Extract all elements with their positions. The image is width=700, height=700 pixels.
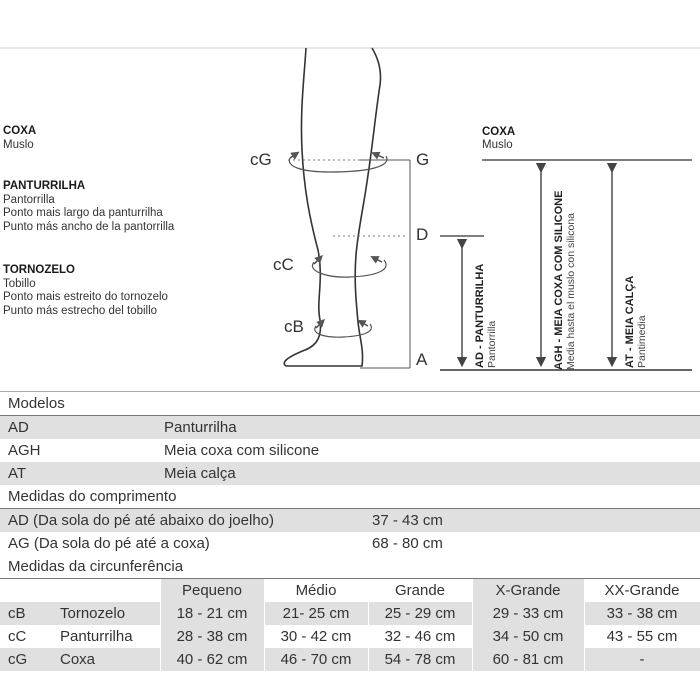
at-vertical-label: AT - MEIA CALÇA Pantimedia (624, 276, 648, 368)
circ-value: 60 - 81 cm (492, 651, 564, 668)
circ-value: 21- 25 cm (282, 605, 350, 622)
circ-name: Panturrilha (60, 628, 133, 645)
ankle-label-group: TORNOZELO Tobillo Ponto mais estreito do… (3, 264, 168, 318)
calf-label-group: PANTURRILHA Pantorrilla Ponto mais largo… (3, 180, 174, 234)
size-header: Pequeno (181, 582, 243, 599)
sizes-header-row: Pequeno Médio Grande X-Grande XX-Grande (0, 579, 700, 602)
circ-value: 34 - 50 cm (492, 628, 564, 645)
circ-value: 40 - 62 cm (176, 651, 248, 668)
at-title: AT - MEIA CALÇA (624, 275, 636, 368)
ankle-label-es: Tobillo (3, 277, 36, 290)
circ-value: 18 - 21 cm (176, 605, 248, 622)
length-value: 37 - 43 cm (372, 512, 443, 529)
model-code: AGH (8, 442, 41, 459)
point-a: A (416, 350, 428, 369)
right-thigh-label-group: COXA Muslo (482, 126, 515, 152)
size-header: X-Grande (495, 582, 561, 599)
ankle-label-pt: TORNOZELO (3, 264, 75, 276)
size-header: XX-Grande (604, 582, 680, 599)
circ-value: 54 - 78 cm (384, 651, 456, 668)
right-thigh-es: Muslo (482, 139, 513, 151)
table-row: AT Meia calça (0, 462, 700, 485)
point-d: D (416, 225, 429, 244)
table-row: cC Panturrilha 28 - 38 cm 30 - 42 cm 32 … (0, 625, 700, 648)
lengths-heading: Medidas do comprimento (8, 488, 177, 505)
circ-value: 43 - 55 cm (606, 628, 678, 645)
model-name: Meia calça (164, 465, 236, 482)
circumference-heading-row: Medidas da circunferência (0, 555, 700, 578)
model-name: Panturrilha (164, 419, 237, 436)
agh-sub: Media hasta el muslo con silicona (565, 213, 577, 370)
table-row: AGH Meia coxa com silicone (0, 439, 700, 462)
size-header: Médio (295, 582, 337, 599)
thigh-label-es: Muslo (3, 138, 34, 151)
circ-code: cC (8, 628, 27, 645)
circ-name: Tornozelo (60, 605, 126, 622)
ad-sub: Pantorrilla (486, 320, 498, 368)
circ-value: 25 - 29 cm (384, 605, 456, 622)
circ-value: 28 - 38 cm (176, 628, 248, 645)
models-heading: Modelos (8, 395, 65, 412)
circ-code: cB (8, 605, 26, 622)
length-label: AG (Da sola do pé até a coxa) (8, 535, 210, 552)
circ-value: - (639, 651, 645, 668)
ankle-desc-pt: Ponto mais estreito do tornozelo (3, 291, 168, 303)
calf-label-pt: PANTURRILHA (3, 180, 86, 192)
thigh-label-pt: COXA (3, 125, 37, 137)
point-g: G (416, 150, 430, 169)
circ-code: cG (8, 651, 28, 668)
length-value: 68 - 80 cm (372, 535, 443, 552)
circ-value: 30 - 42 cm (280, 628, 352, 645)
calf-label-es: Pantorrilla (3, 193, 55, 206)
model-code: AT (8, 465, 27, 482)
leg-illustration (0, 47, 700, 392)
ankle-desc-es: Punto más estrecho del tobillo (3, 304, 158, 317)
cb-label: cB (284, 317, 304, 336)
cc-label: cC (273, 255, 294, 274)
circumference-heading: Medidas da circunferência (8, 558, 184, 575)
right-thigh-pt: COXA (482, 126, 516, 138)
ad-vertical-label: AD - PANTURRILHA Pantorrilla (474, 264, 498, 368)
thigh-label-group: COXA Muslo (3, 125, 36, 152)
table-row: AD (Da sola do pé até abaixo do joelho) … (0, 509, 700, 532)
lengths-heading-row: Medidas do comprimento (0, 485, 700, 508)
table-row: AD Panturrilha (0, 416, 700, 439)
table-row: AG (Da sola do pé até a coxa) 68 - 80 cm (0, 532, 700, 555)
table-row: cG Coxa 40 - 62 cm 46 - 70 cm 54 - 78 cm… (0, 648, 700, 671)
model-code: AD (8, 419, 29, 436)
table-row: cB Tornozelo 18 - 21 cm 21- 25 cm 25 - 2… (0, 602, 700, 625)
model-name: Meia coxa com silicone (164, 442, 320, 459)
models-heading-row: Modelos (0, 392, 700, 415)
circ-name: Coxa (60, 651, 96, 668)
length-label: AD (Da sola do pé até abaixo do joelho) (8, 512, 275, 529)
size-header: Grande (394, 582, 446, 599)
circ-value: 32 - 46 cm (384, 628, 456, 645)
circ-value: 46 - 70 cm (280, 651, 352, 668)
measurement-diagram: COXA Muslo PANTURRILHA Pantorrilla Ponto… (0, 47, 700, 392)
cg-label: cG (250, 150, 272, 169)
circ-value: 29 - 33 cm (492, 605, 564, 622)
calf-desc-pt: Ponto mais largo da panturrilha (3, 207, 163, 219)
at-sub: Pantimedia (636, 315, 648, 368)
ad-title: AD - PANTURRILHA (474, 263, 486, 368)
calf-desc-es: Punto más ancho de la pantorrilla (3, 220, 175, 233)
circ-value: 33 - 38 cm (606, 605, 678, 622)
leg-outline (283, 47, 382, 367)
agh-title: AGH - MEIA COXA COM SILICONE (553, 190, 565, 370)
agh-vertical-label: AGH - MEIA COXA COM SILICONE Media hasta… (553, 191, 577, 370)
